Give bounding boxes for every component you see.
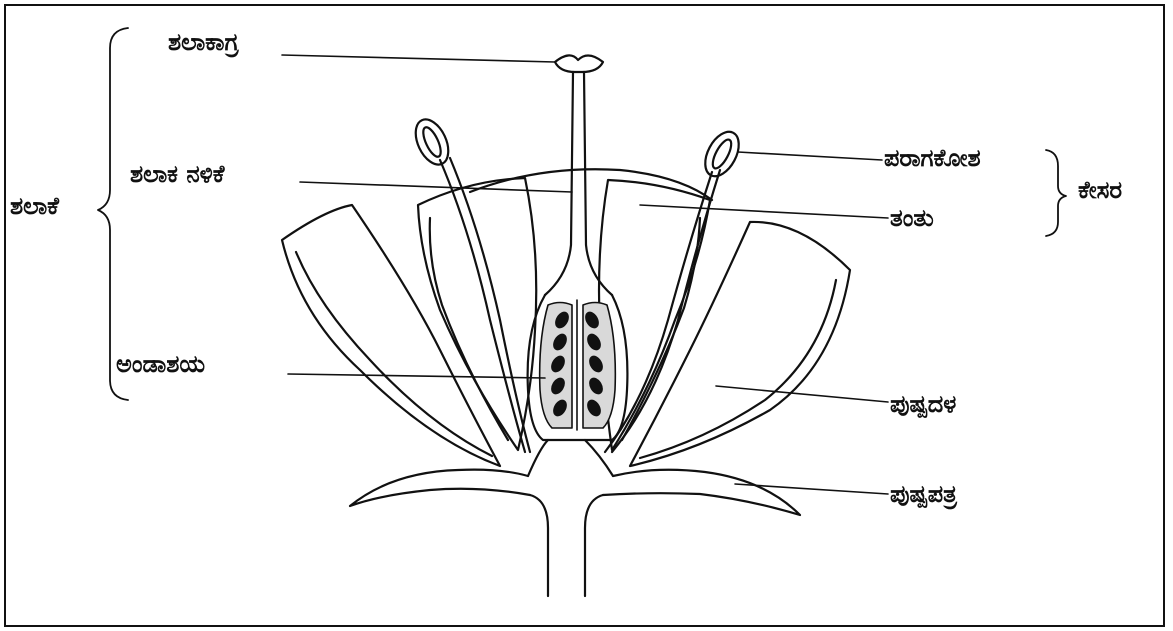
label-anther: ಪರಾಗಕೋಶ [884,146,981,170]
petal-inner-right [599,180,710,450]
label-sepal: ಪುಷ್ಪಪತ್ರ [890,482,957,506]
label-petal: ಪುಷ್ಪದಳ [890,392,956,416]
leader-stigma [282,55,555,62]
petal-outer-right-inner [640,280,836,458]
leader-style [300,182,572,192]
stamen-brace [1046,150,1066,236]
leader-anther [738,152,882,160]
flower-stalk [530,495,603,596]
leader-petal [716,386,888,402]
petal-outer-right [630,222,850,466]
stigma [555,55,603,72]
petal-back [470,169,712,200]
pistil-brace [98,28,128,400]
receptacle-top [528,440,613,476]
label-pistil: ಶಲಾಕೆ [10,194,59,218]
leader-ovary [288,374,545,378]
leader-sepal [735,484,888,494]
label-stigma: ಶಲಾಕಾಗ್ರ [168,30,238,54]
anther-right [698,126,745,182]
label-style: ಶಲಾಕ ನಳಿಕೆ [130,162,225,186]
filament-left [440,158,530,452]
label-filament: ತಂತು [890,206,934,230]
filament-right [605,170,720,452]
sepal-right [603,470,800,515]
anther-left [409,114,455,169]
style-tube [545,72,612,295]
leader-filament [640,205,888,218]
sepal-left [350,470,530,506]
label-ovary: ಅಂಡಾಶಯ [116,352,205,376]
label-stamen: ಕೇಸರ [1078,178,1122,202]
petal-outer-left [282,205,500,466]
